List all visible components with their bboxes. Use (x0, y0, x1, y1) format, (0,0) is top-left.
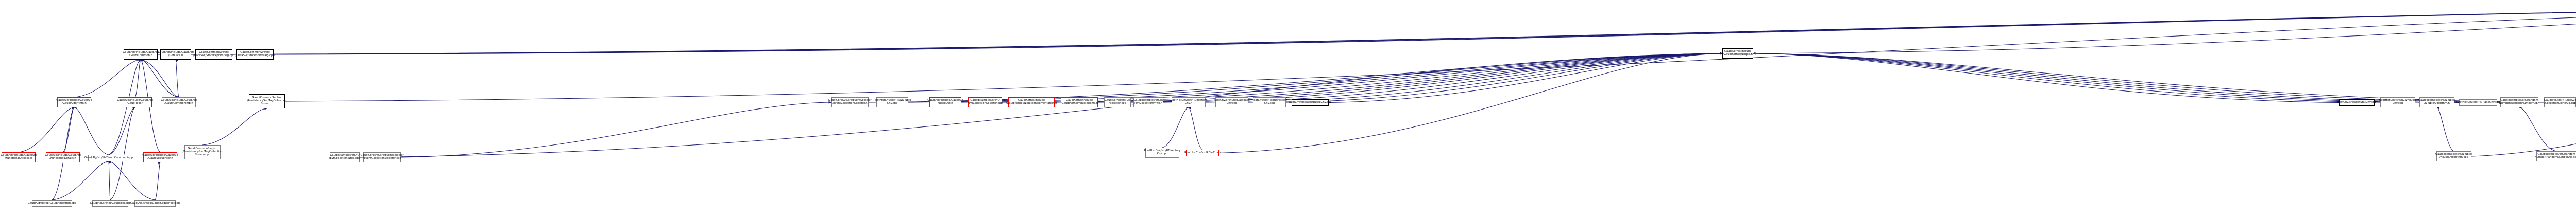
graph-edge (1188, 106, 1203, 150)
graph-edge (400, 101, 832, 158)
graph-node[interactable]: GaudiExamples/src/Random Number/RandomNu… (2499, 97, 2539, 107)
graph-edge (62, 107, 75, 153)
graph-node[interactable]: GaudiAlg/include/GaudiAlg /FunctionalUti… (1, 152, 37, 162)
graph-edge (18, 106, 75, 153)
graph-edge (74, 106, 109, 155)
graph-edge (1162, 106, 1189, 148)
graph-node[interactable]: RootCnv/src/RootDirectory Cnv.cpp (1252, 97, 1287, 107)
graph-node[interactable]: GaudiExamples/src/IO /EvtCollectionWrite… (1133, 97, 1163, 107)
graph-edge (232, 12, 2576, 55)
graph-node[interactable]: GaudiCommonSvc/src /DataSvc/StoreSniffer… (235, 49, 275, 60)
graph-node[interactable]: GaudiCommonSvc/src /PersistencySvc/TagCo… (183, 145, 222, 159)
graph-edge (1285, 52, 1723, 103)
graph-node[interactable]: GaudiKernel/include /GaudiKernel/NTuple.… (1722, 48, 1753, 59)
graph-edge (273, 12, 2576, 55)
graph-node[interactable]: RootHistCnv/src/RRWNTuple Cnv.cpp (874, 97, 911, 107)
graph-node[interactable]: GaudiAlg/include/GaudiAlg /GaudiSequence… (142, 152, 178, 162)
graph-edge (1130, 52, 1723, 103)
graph-node[interactable]: RootHistCnv/src/RNTupleCnv.cpp (2456, 99, 2500, 106)
graph-edge (191, 12, 2576, 55)
graph-node[interactable]: GaudiAlg/include/GaudiAlg /FunctionalDet… (45, 152, 81, 162)
graph-node[interactable]: GaudiAlg/include/GaudiAlg /GetData.h (158, 49, 194, 60)
graph-node[interactable]: GaudiSvc/src/NTupleSvc /CollectionCloneA… (2544, 97, 2576, 107)
graph-edge (1753, 52, 2501, 103)
graph-node[interactable]: GaudiExamples/src/IO /EvtCollectionSelec… (968, 97, 1003, 107)
graph-edge (1753, 52, 2545, 103)
graph-node[interactable]: RootHistCnv/src/RFileCnv.h (1184, 150, 1221, 156)
graph-node[interactable]: GaudiExamples/src/IO /EvtCollectionWrite… (329, 152, 360, 162)
graph-edge (2471, 143, 2576, 157)
graph-edge (52, 160, 109, 201)
graph-node[interactable]: GaudiAlg/include/GaudiAlg /GaudiTool.h (117, 97, 153, 107)
graph-node[interactable]: GaudiAlg/src/lib/GaudiAlgorithm.cpp (28, 200, 76, 207)
graph-edge (1002, 52, 1723, 103)
graph-node[interactable]: GaudiAlg/include/GaudiAlg /GaudiCommon.h (123, 49, 159, 60)
graph-edge (961, 52, 1723, 103)
graph-edge (157, 12, 2576, 55)
graph-node[interactable]: GaudiExamples/src/NTuples /NTupleAlgorit… (2418, 97, 2455, 107)
graph-node[interactable]: GaudiCommonSvc/src /PersistencySvc/TagCo… (247, 94, 286, 108)
graph-edge (140, 58, 179, 98)
graph-edge (1753, 24, 2576, 54)
graph-node[interactable]: GaudiCoreSvc/src/EventSelector /EventCol… (361, 152, 404, 162)
graph-edge (134, 59, 141, 98)
graph-edge (1054, 52, 1723, 103)
graph-edge (1328, 52, 1723, 103)
graph-edge (74, 58, 141, 98)
graph-node[interactable]: RootHistCnv/src/RCWNTuple Cnv.cpp (2379, 97, 2416, 107)
graph-node[interactable]: GaudiKernel/include /GaudiKernel/NTupleI… (1061, 97, 1098, 107)
graph-edge (1753, 52, 2460, 103)
graph-edge (2519, 106, 2557, 152)
graph-node[interactable]: GaudiAlg/src/lib/GaudiTool.cpp (90, 200, 131, 207)
graph-edge (175, 59, 179, 98)
graph-node[interactable]: GaudiCoreSvc/src/EventSelector /EventCol… (828, 97, 872, 107)
graph-node[interactable]: GaudiAlg/include/GaudiAlg /TupleObj.h (927, 97, 963, 107)
graph-edge (110, 106, 135, 201)
graph-node[interactable]: GaudiCommonSvc/src /DataSvc/StoreExplore… (193, 49, 234, 60)
graph-edge (108, 160, 156, 201)
graph-node[interactable]: GaudiKernel/include /GaudiKernel/NTupleI… (1006, 97, 1057, 107)
graph-edge (1097, 52, 1723, 103)
graph-edge (108, 161, 111, 201)
graph-edge (1753, 52, 2340, 103)
graph-edge (108, 106, 135, 155)
graph-edge (1248, 52, 1723, 103)
graph-node[interactable]: RootHistCnv/src/RDirectory Cnv.cpp (1144, 148, 1180, 158)
graph-node[interactable]: RootCnv/src/RootStatCnv.cpp (2337, 99, 2377, 106)
graph-edge (202, 107, 267, 146)
graph-edge (1163, 52, 1723, 103)
graph-edge (2436, 106, 2454, 152)
graph-node[interactable]: GaudiKernel/src/Lib /Selector.cpp (1104, 97, 1131, 107)
graph-edge (868, 52, 1723, 103)
graph-edge (1753, 52, 2381, 103)
graph-edge (284, 17, 2576, 102)
graph-edge (155, 162, 161, 201)
graph-node[interactable]: GaudiAlg/src/lib/GaudiCommon.icpp (84, 155, 133, 161)
graph-node[interactable]: RootHistCnv/src/RDirectory Cnv.h (1171, 97, 1207, 107)
graph-edge (908, 52, 1723, 103)
graph-edge (1205, 52, 1723, 103)
graph-node[interactable]: RootCnv/src/RootDatabase Cnv.cpp (1214, 97, 1250, 107)
graph-node[interactable]: GaudiAlg/include/GaudiAlg /GaudiAlgorith… (56, 97, 92, 107)
graph-node[interactable]: GaudiExamples/src/Random Number/RandomNu… (2535, 151, 2576, 161)
graph-node[interactable]: RootCnv/src/RootNTupleCnv.cpp (1289, 99, 1332, 106)
graph-edge (140, 59, 179, 99)
graph-node[interactable]: GaudiExamples/src/NTuples /NTupleAlgorit… (2435, 151, 2472, 161)
graph-node[interactable]: GaudiAlg/src/lib/GaudiSequencer.cpp (130, 200, 180, 207)
graph-node[interactable]: GaudiAlg/include/GaudiAlg /GaudiCommonIm… (161, 97, 197, 107)
graph-edge (1753, 52, 2420, 103)
